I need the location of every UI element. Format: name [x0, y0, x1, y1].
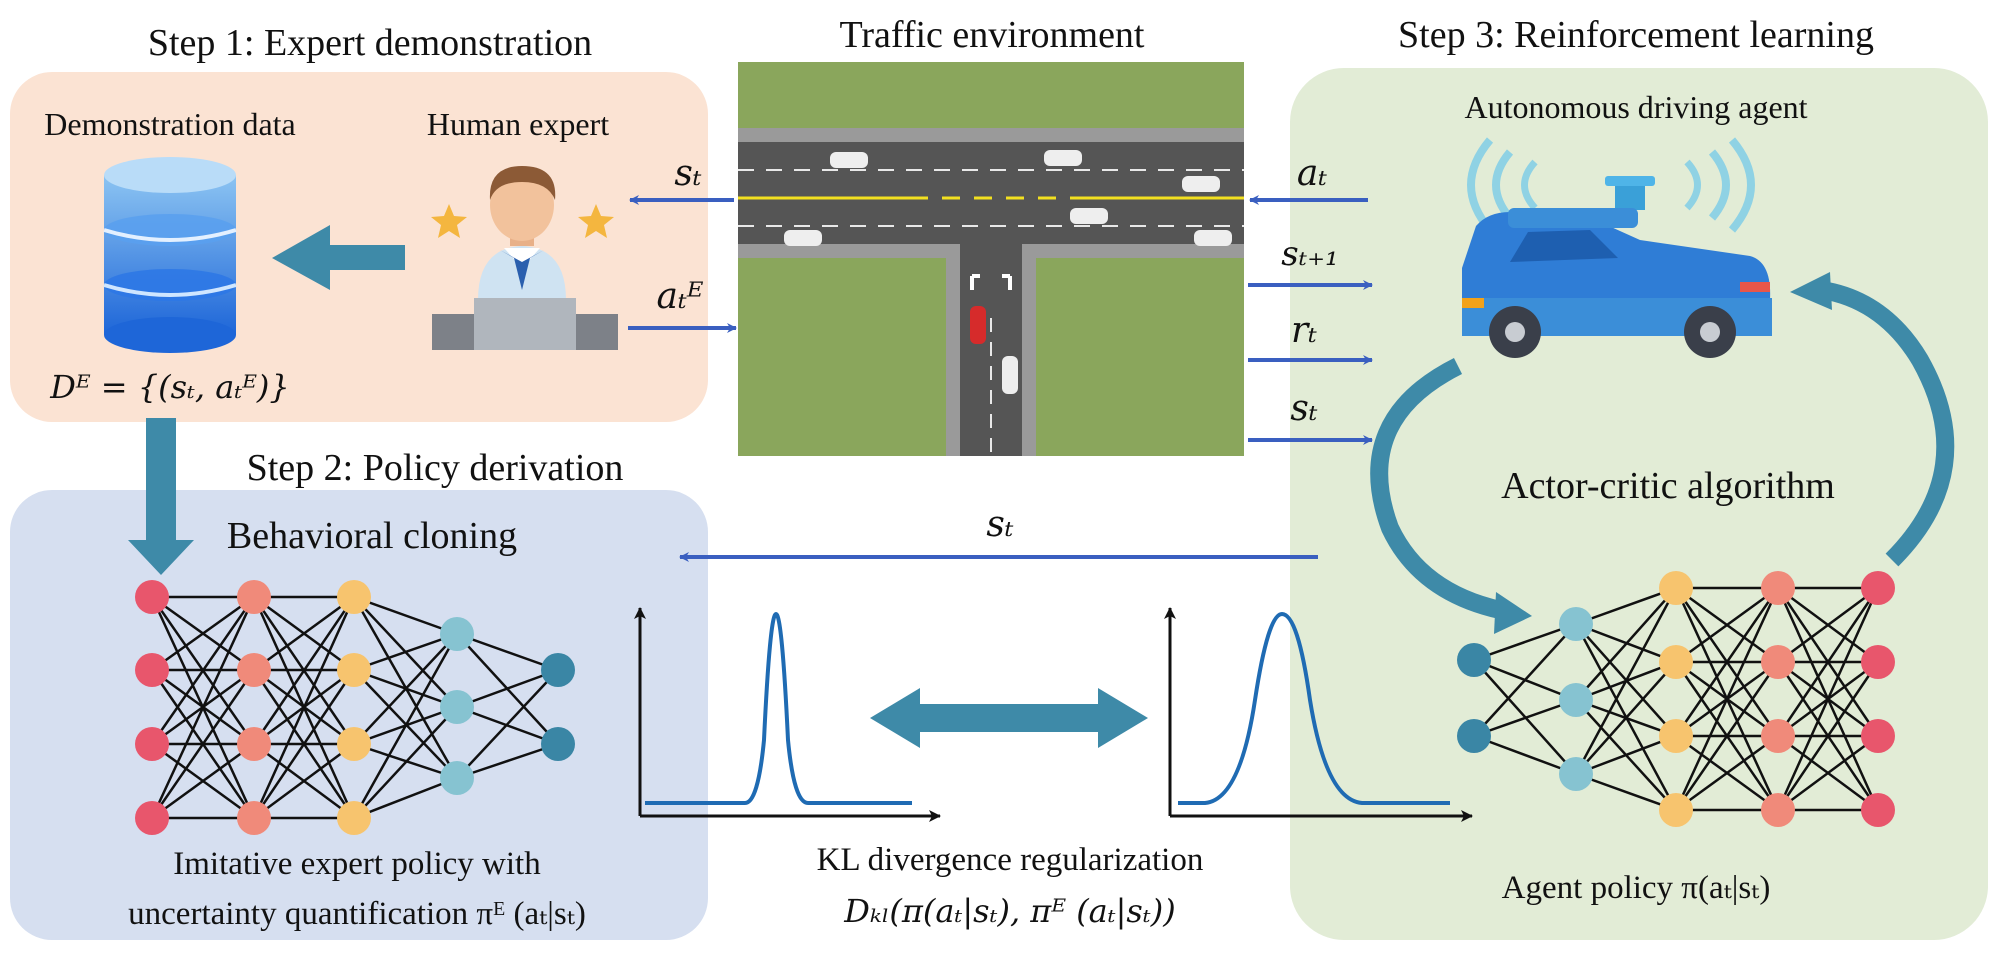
env-title: Traffic environment — [839, 14, 1144, 56]
expert-action-label: aₜᴱ — [657, 276, 704, 317]
expert-to-data-arrow — [272, 225, 405, 290]
data-to-policy-arrow — [128, 418, 194, 575]
kl-double-arrow — [870, 688, 1148, 748]
autonomous-car-icon — [1462, 137, 1772, 358]
kl-formula: Dₖₗ(π(aₜ|sₜ), πᴱ (aₜ|sₜ)) — [843, 892, 1175, 930]
behavioral-cloning-label: Behavioral cloning — [227, 515, 517, 557]
agent-action-label: aₜ — [1297, 153, 1327, 194]
next-state-label: sₜ₊₁ — [1281, 234, 1338, 274]
agent-policy-label: Agent policy π(aₜ|sₜ) — [1502, 870, 1771, 906]
state-to-expert-label: sₜ — [674, 153, 701, 194]
loop-arrow-up — [1820, 281, 1955, 567]
step2-panel — [10, 490, 708, 940]
demonstration-formula: Dᴱ = {(sₜ, aₜᴱ)} — [49, 368, 290, 406]
car-icon — [1070, 208, 1108, 224]
car-icon — [1044, 150, 1082, 166]
star-icon — [578, 204, 614, 238]
car-icon — [1194, 230, 1232, 246]
main-road — [738, 142, 1244, 244]
step3-title: Step 3: Reinforcement learning — [1398, 14, 1874, 56]
star-icon — [431, 204, 467, 238]
agent-policy-network — [1457, 571, 1895, 827]
car-icon — [1002, 356, 1018, 394]
step1-title: Step 1: Expert demonstration — [148, 22, 592, 64]
expert-policy-line2: uncertainty quantification πᴱ (aₜ|sₜ) — [128, 896, 586, 932]
demonstration-data-label: Demonstration data — [44, 106, 295, 142]
step2-title: Step 2: Policy derivation — [247, 447, 624, 489]
traffic-environment-scene — [738, 62, 1244, 456]
human-expert-icon — [431, 166, 618, 350]
database-icon — [103, 157, 237, 353]
kl-label: KL divergence regularization — [817, 842, 1204, 878]
car-icon — [970, 306, 986, 344]
car-icon — [1182, 176, 1220, 192]
expert-policy-line1: Imitative expert policy with — [173, 846, 541, 882]
car-icon — [830, 152, 868, 168]
loop-arrow-down-head — [1494, 592, 1532, 634]
expert-policy-network — [135, 580, 575, 835]
agent-distribution-plot — [1164, 607, 1473, 822]
actor-critic-label: Actor-critic algorithm — [1501, 465, 1835, 507]
loop-arrow-up-head — [1790, 272, 1832, 310]
state-to-agent-label: sₜ — [1290, 388, 1317, 429]
car-icon — [784, 230, 822, 246]
loop-arrow-down — [1370, 357, 1503, 619]
reward-label: rₜ — [1291, 310, 1317, 351]
human-expert-label: Human expert — [427, 106, 609, 142]
expert-distribution-plot — [634, 607, 941, 822]
agent-label: Autonomous driving agent — [1464, 89, 1807, 125]
state-feedback-label: sₜ — [986, 504, 1013, 545]
